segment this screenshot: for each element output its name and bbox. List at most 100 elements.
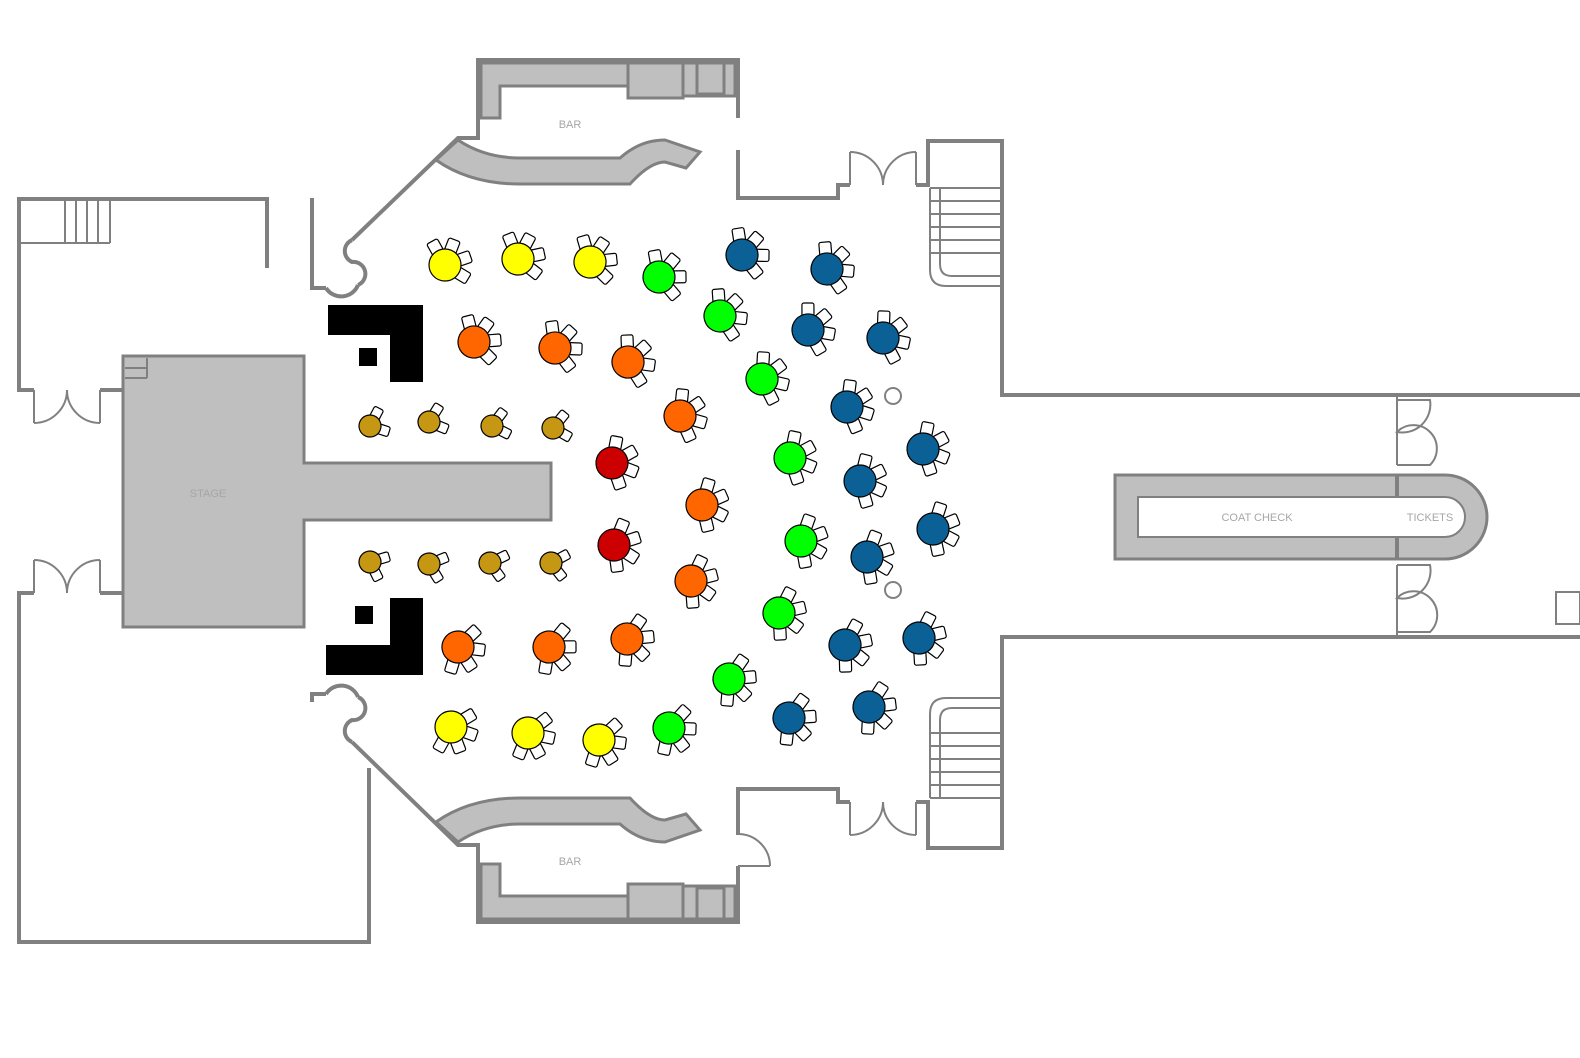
table[interactable] [489, 221, 557, 291]
table[interactable] [827, 376, 877, 436]
table[interactable] [413, 400, 451, 441]
table[interactable] [530, 312, 591, 380]
table[interactable] [696, 281, 755, 347]
table-top [828, 628, 862, 662]
table-top [703, 299, 737, 333]
stairs-upper [929, 187, 1000, 287]
table-top [541, 416, 565, 440]
table[interactable] [605, 328, 662, 394]
table[interactable] [642, 696, 706, 765]
table[interactable] [764, 686, 824, 753]
table-top [511, 716, 545, 750]
table[interactable] [499, 701, 567, 771]
table[interactable] [845, 676, 903, 742]
table[interactable] [660, 384, 711, 445]
table-top [597, 528, 631, 562]
table[interactable] [477, 406, 513, 445]
table-top [663, 399, 697, 433]
table-top [745, 362, 779, 396]
table[interactable] [685, 477, 730, 533]
table-top [417, 410, 441, 434]
table-top [685, 488, 719, 522]
backstage-lower-room [17, 559, 371, 944]
table[interactable] [353, 542, 393, 584]
double-door-icon[interactable] [849, 151, 917, 186]
table-top [428, 248, 462, 282]
booth-lower [326, 598, 423, 675]
table[interactable] [772, 429, 818, 487]
table[interactable] [861, 305, 915, 368]
lobby-door-upper-icon[interactable] [1394, 397, 1438, 466]
table-top [539, 551, 563, 575]
table[interactable] [758, 583, 812, 646]
table-top [906, 432, 940, 466]
table[interactable] [741, 347, 794, 410]
table-top [830, 390, 864, 424]
table-top [902, 621, 936, 655]
table[interactable] [446, 305, 511, 374]
table[interactable] [848, 528, 896, 587]
stairs-lower [929, 697, 1000, 799]
table-top [712, 662, 746, 696]
table[interactable] [539, 408, 574, 446]
table[interactable] [594, 433, 641, 491]
pillar [884, 387, 902, 405]
coat-check-counter: COAT CHECK TICKETS [1113, 473, 1489, 561]
table-top [850, 540, 884, 574]
table[interactable] [716, 219, 778, 287]
table[interactable] [670, 551, 722, 613]
table-top [610, 622, 644, 656]
booth-upper [328, 305, 423, 382]
lobby-door-lower-icon[interactable] [1394, 564, 1439, 635]
double-door-icon[interactable] [33, 389, 101, 424]
table-top [852, 690, 886, 724]
lobby-door-stub [1555, 591, 1580, 625]
table-top [784, 524, 818, 558]
table[interactable] [898, 608, 951, 671]
table[interactable] [562, 224, 627, 294]
table-top [501, 242, 535, 276]
table[interactable] [413, 545, 451, 586]
table[interactable] [414, 226, 483, 296]
double-door-icon[interactable] [33, 559, 101, 594]
table-top [358, 414, 382, 438]
double-door-icon[interactable] [849, 801, 917, 836]
table[interactable] [843, 453, 888, 509]
table-top [916, 512, 950, 546]
table[interactable] [595, 516, 645, 576]
table[interactable] [430, 615, 496, 685]
table-top [457, 325, 491, 359]
table[interactable] [603, 608, 662, 674]
table-top [573, 245, 607, 279]
bar-bottom-label: BAR [559, 856, 582, 868]
stage: STAGE [121, 354, 553, 629]
table[interactable] [705, 648, 764, 715]
pillar [884, 581, 902, 599]
table-top [441, 630, 475, 664]
single-door-icon[interactable] [737, 833, 771, 867]
bar-top-label: BAR [559, 119, 582, 131]
table-top [434, 710, 468, 744]
table-top [843, 464, 877, 498]
table[interactable] [523, 615, 585, 683]
table[interactable] [785, 296, 841, 361]
table-top [532, 630, 566, 664]
table-top [762, 596, 796, 630]
table[interactable] [353, 404, 393, 446]
table[interactable] [916, 501, 962, 558]
table[interactable] [571, 708, 637, 778]
tables-layer [353, 219, 962, 778]
table-top [611, 345, 645, 379]
table[interactable] [783, 512, 830, 571]
table[interactable] [420, 696, 489, 766]
bar-top: BAR [433, 61, 737, 186]
table[interactable] [633, 240, 696, 308]
table[interactable] [803, 234, 862, 301]
table-top [674, 564, 708, 598]
table[interactable] [823, 614, 878, 678]
table-top [417, 552, 441, 576]
table-top [810, 252, 844, 286]
table[interactable] [537, 544, 573, 583]
table[interactable] [475, 544, 512, 584]
table[interactable] [905, 420, 951, 478]
